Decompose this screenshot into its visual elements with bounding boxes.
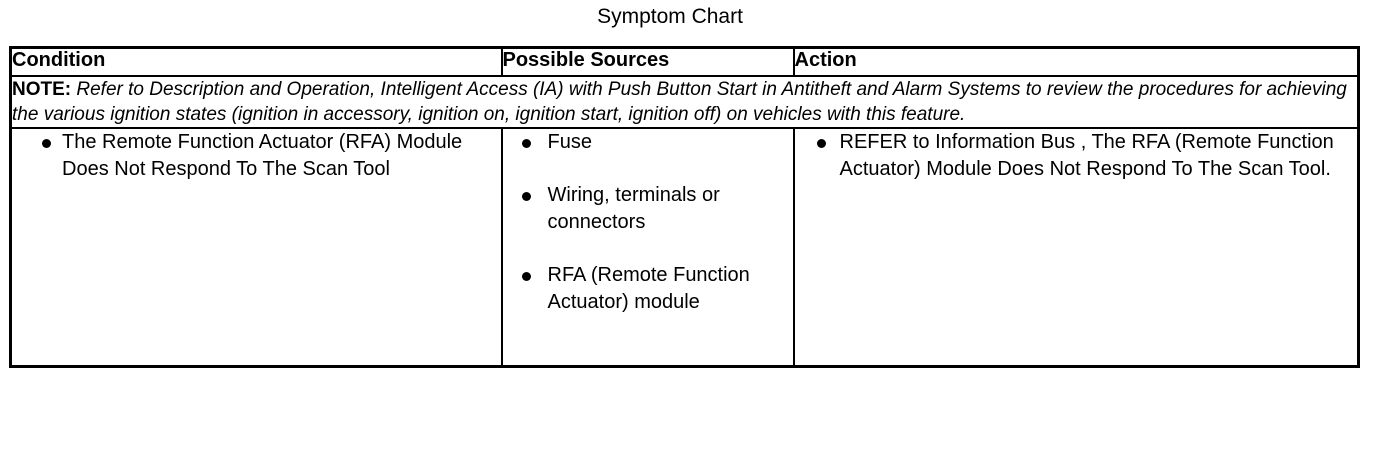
list-item-label: REFER to Information Bus , The RFA (Remo… [839, 131, 1334, 180]
page-title: Symptom Chart [597, 5, 743, 28]
cell-action: REFER to Information Bus , The RFA (Remo… [792, 127, 1360, 368]
bullet-icon [521, 139, 531, 148]
list-item: RFA (Remote Function Actuator) module [503, 262, 793, 316]
cell-condition: The Remote Function Actuator (RFA) Modul… [9, 127, 503, 368]
column-header-possible-sources: Possible Sources [500, 46, 795, 77]
cell-possible-sources: Fuse Wiring, terminals or connectors RFA… [500, 127, 795, 368]
column-header-action: Action [792, 46, 1360, 77]
note-row: NOTE: Refer to Description and Operation… [9, 75, 1360, 129]
bullet-icon [521, 192, 531, 201]
table-header-row: Condition Possible Sources Action [9, 46, 1360, 77]
note-text: Refer to Description and Operation, Inte… [12, 79, 1347, 125]
action-list: REFER to Information Bus , The RFA (Remo… [795, 129, 1358, 183]
list-item: Fuse [503, 129, 793, 156]
note-label: NOTE: [12, 79, 72, 100]
possible-sources-list: Fuse Wiring, terminals or connectors RFA… [503, 129, 793, 316]
condition-list: The Remote Function Actuator (RFA) Modul… [12, 129, 501, 183]
bullet-icon [521, 272, 531, 281]
table-row: The Remote Function Actuator (RFA) Modul… [9, 127, 1360, 368]
bullet-icon [42, 139, 51, 148]
note-cell: NOTE: Refer to Description and Operation… [9, 75, 1360, 129]
list-item-label: RFA (Remote Function Actuator) module [547, 264, 750, 313]
bullet-icon [816, 139, 826, 148]
list-item-label: The Remote Function Actuator (RFA) Modul… [62, 131, 463, 180]
list-item-label: Wiring, terminals or connectors [547, 184, 720, 233]
list-item: The Remote Function Actuator (RFA) Modul… [12, 129, 501, 183]
symptom-chart-table: Condition Possible Sources Action NOTE: … [9, 46, 1360, 368]
list-item: Wiring, terminals or connectors [503, 182, 793, 236]
column-header-condition: Condition [9, 46, 503, 77]
list-item: REFER to Information Bus , The RFA (Remo… [795, 129, 1358, 183]
list-item-label: Fuse [547, 131, 592, 153]
